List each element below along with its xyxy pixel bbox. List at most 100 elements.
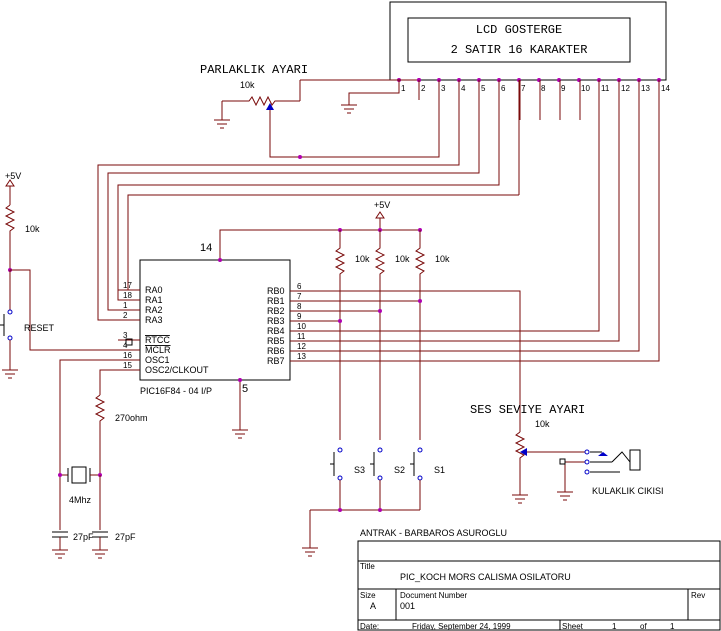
mcu-pin-label: RB3 <box>267 316 285 326</box>
capacitor-2 <box>92 531 108 559</box>
ground-lcd <box>341 104 357 114</box>
mcu-pin-number: 17 <box>123 281 132 290</box>
mcu-pin-number: 16 <box>123 351 132 360</box>
mcu-pin-number: 13 <box>297 352 306 361</box>
brightness-value: 10k <box>240 80 255 90</box>
pullup-value-3: 10k <box>435 254 450 264</box>
lcd-pin-number: 7 <box>521 84 526 93</box>
push-switch <box>330 447 343 510</box>
mcu-pin-label: RA1 <box>145 295 163 305</box>
size-label: Size <box>360 591 376 600</box>
date-value: Friday, September 24, 1999 <box>412 622 511 631</box>
mcu-pin-label: RB0 <box>267 286 285 296</box>
mcu-pin-number: 9 <box>297 312 302 321</box>
cap2-value: 27pF <box>115 532 136 542</box>
pullup-value-2: 10k <box>395 254 410 264</box>
mcu-pin-label: RB5 <box>267 336 285 346</box>
sheet-label: Sheet <box>562 622 584 631</box>
crystal <box>60 466 100 484</box>
reset-switch <box>0 270 13 370</box>
lcd-pin-number: 1 <box>401 84 406 93</box>
sheet-value: 1 <box>612 622 617 631</box>
lcd-label-line2: 2 SATIR 16 KARAKTER <box>451 43 588 57</box>
drawing-title: PIC_KOCH MORS CALISMA OSILATORU <box>400 572 571 582</box>
mcu-pin-number: 11 <box>297 332 306 341</box>
lcd-pin-number: 9 <box>561 84 566 93</box>
docnum-label: Document Number <box>400 591 467 600</box>
reset-label: RESET <box>24 323 55 333</box>
mcu-pin-label: OSC2/CLKOUT <box>145 365 209 375</box>
lcd-pin-number: 14 <box>661 84 670 93</box>
mcu-pin-label: RA3 <box>145 315 163 325</box>
pullup-resistor <box>414 230 426 290</box>
mcu-name: PIC16F84 - 04 I/P <box>140 386 212 396</box>
of-label: of <box>640 622 647 631</box>
capacitor-1 <box>52 531 68 559</box>
rev-label: Rev <box>691 591 705 600</box>
lcd-pin-number: 13 <box>641 84 650 93</box>
mcu-pin-label: MCLR <box>145 345 171 355</box>
push-switch <box>410 447 423 510</box>
date-label: Date: <box>360 622 379 631</box>
title-block: ANTRAK - BARBAROS ASUROGLU Title PIC_KOC… <box>357 528 721 631</box>
volume-potentiometer <box>514 431 535 495</box>
switch-label-s1: S1 <box>434 465 445 475</box>
mcu-pin-label: RB7 <box>267 356 285 366</box>
power-label-mid: +5V <box>374 200 390 210</box>
pullup-value-1: 10k <box>355 254 370 264</box>
of-value: 1 <box>670 622 675 631</box>
mcu-pin-number: 8 <box>297 302 302 311</box>
mcu-pin-label: RA2 <box>145 305 163 315</box>
mcu-pin-number: 10 <box>297 322 306 331</box>
brightness-potentiometer <box>222 95 300 125</box>
mcu-pin-label: OSC1 <box>145 355 170 365</box>
lcd-pin-number: 8 <box>541 84 546 93</box>
crystal-value: 4Mhz <box>69 495 92 505</box>
size-value: A <box>370 601 376 611</box>
lcd-pin-number: 5 <box>481 84 486 93</box>
switch-label-s2: S2 <box>394 465 405 475</box>
lcd-label-line1: LCD GOSTERGE <box>476 23 562 37</box>
company-name: ANTRAK - BARBAROS ASUROGLU <box>360 528 507 538</box>
power-label-left: +5V <box>5 171 21 181</box>
lcd-pin-number: 3 <box>441 84 446 93</box>
mcu-bottom-pin: 5 <box>242 383 248 395</box>
reset-resistor-value: 10k <box>25 224 40 234</box>
mcu-pin-label: RB6 <box>267 346 285 356</box>
mcu-pin-number: 1 <box>123 301 128 310</box>
mcu-pin-label: RA0 <box>145 285 163 295</box>
lcd-pin-number: 10 <box>581 84 590 93</box>
push-switches <box>330 447 423 510</box>
mcu-pin-label: RB1 <box>267 296 285 306</box>
mcu-pin-number: 12 <box>297 342 306 351</box>
mcu-pin-number: 3 <box>123 331 128 340</box>
pullup-resistor <box>374 230 386 290</box>
brightness-title: PARLAKLIK AYARI <box>200 63 308 77</box>
mcu-top-pin: 14 <box>200 242 212 254</box>
push-switch <box>370 447 383 510</box>
mcu-pin-label: RTCC <box>145 335 170 345</box>
headphone-jack <box>559 449 641 475</box>
lcd-pin-number: 11 <box>601 84 610 93</box>
cap1-value: 27pF <box>73 532 94 542</box>
lcd-pin-number: 6 <box>501 84 506 93</box>
lcd-pin-number: 12 <box>621 84 630 93</box>
mcu-pin-number: 7 <box>297 292 302 301</box>
mcu-pin-number: 2 <box>123 311 128 320</box>
mcu-pin-number: 15 <box>123 361 132 370</box>
docnum-value: 001 <box>400 601 415 611</box>
pullup-resistors <box>334 230 426 440</box>
volume-value: 10k <box>535 419 550 429</box>
title-label: Title <box>360 562 375 571</box>
lcd-pin-number: 2 <box>421 84 426 93</box>
output-label: KULAKLIK CIKISI <box>592 486 664 496</box>
osc-resistor-value: 270ohm <box>115 413 148 423</box>
mcu-pin-number: 6 <box>297 282 302 291</box>
lcd-pin-number: 4 <box>461 84 466 93</box>
